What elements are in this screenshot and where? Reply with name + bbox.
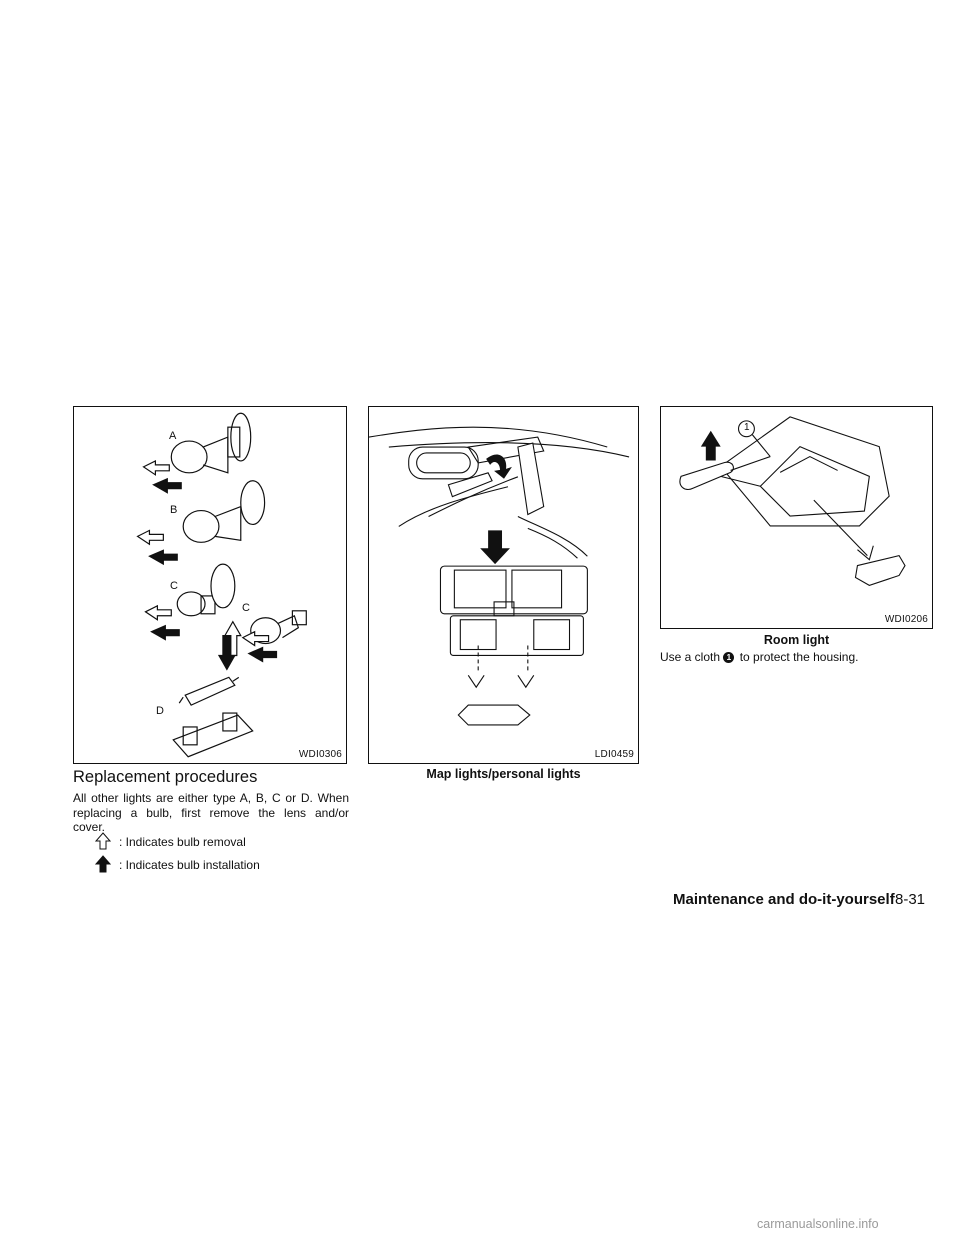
figure-code: WDI0206 [884,614,928,625]
paragraph-line: replacing a bulb, first remove the lens … [73,805,349,820]
bulb-label-a: A [169,430,177,442]
callout-circle-icon: 1 [723,652,735,664]
bulb-label-c-right: C [242,602,250,614]
paragraph-line: cover. [73,820,106,834]
outline-arrow-icon [95,832,111,850]
legend-installation-text: : Indicates bulb installation [119,858,260,872]
solid-arrow-icon [95,855,111,873]
map-lights-caption: Map lights/personal lights [426,767,581,781]
page-number: 8-31 [895,891,926,908]
watermark: carmanualsonline.info [757,1217,879,1231]
figure-code: LDI0459 [594,749,634,760]
note-text-after: to protect the housing. [739,650,859,664]
section-heading: Replacement procedures [73,768,258,786]
bulb-label-d: D [156,705,164,717]
legend-removal-text: : Indicates bulb removal [119,835,246,849]
map-lights-illustration [369,426,630,726]
figure-code: WDI0306 [298,749,342,760]
footer-section-title: Maintenance and do-it-yourself [673,891,895,908]
callout-number: 1 [744,422,750,433]
room-light-illustration [679,416,906,586]
room-light-figure: 1 WDI0206 [660,406,933,629]
room-light-note: Use a cloth 1 to protect the housing. [660,650,858,665]
room-light-caption: Room light [763,633,830,647]
bulb-types-figure: A B C C D WDI0306 [73,406,347,764]
paragraph-line: All other lights are either type A, B, C… [73,791,349,805]
bulb-label-b: B [170,504,178,516]
map-lights-figure: LDI0459 [368,406,639,764]
section-paragraph: All other lights are either type A, B, C… [73,791,349,835]
bulb-label-c-left: C [170,580,178,592]
note-text-before: Use a cloth [660,650,721,664]
bulb-types-illustration [136,412,307,758]
